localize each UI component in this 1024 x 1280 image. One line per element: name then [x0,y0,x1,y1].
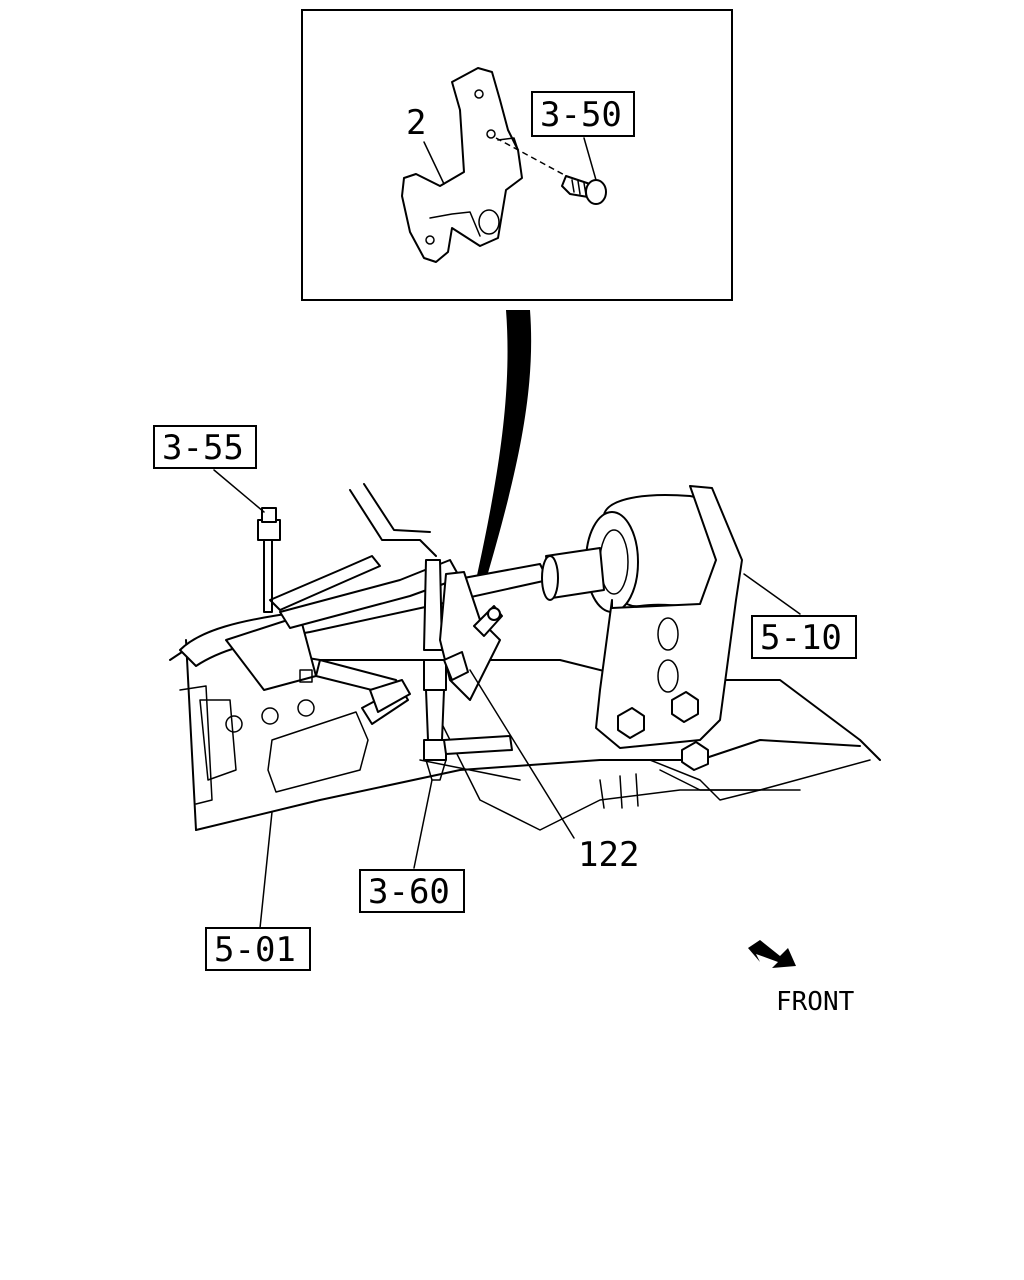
callout-box-3-50 [531,91,635,137]
mount-nut-left [617,707,645,739]
leader-3-60 [413,779,433,869]
callout-5-10: 5-10 [751,615,857,659]
front-label: FRONT [776,987,855,1017]
part-label-2: 2 [406,103,426,143]
leader-part-2 [423,141,445,185]
callout-text-5-01: 5-01 [214,930,296,970]
mount-hole-1 [657,617,679,651]
bolt-drawing [495,137,607,205]
frame-hole-1 [225,715,243,733]
bracket-hole-mid [486,129,496,139]
callout-box-5-01 [205,927,311,971]
callout-3-60: 3-60 [359,869,465,913]
detail-pointer [476,310,532,580]
leader-5-10 [743,573,801,615]
callout-3-55: 3-55 [153,425,257,469]
bracket-hole-large [478,209,500,235]
callout-box-3-60 [359,869,465,913]
part-label-122: 122 [578,835,639,875]
bracket-hole-low [425,235,435,245]
frame-hole-2 [261,707,279,725]
callout-box-5-10 [751,615,857,659]
leader-3-50 [583,137,597,181]
callout-text-3-60: 3-60 [368,872,450,912]
leader-5-01 [259,811,273,929]
callout-box-3-55 [153,425,257,469]
frame-hole-3 [297,699,315,717]
detail-inset: 2 3-50 [301,9,733,301]
leader-122 [469,669,575,839]
callout-text-3-50: 3-50 [540,95,622,135]
frame-assembly [169,483,881,831]
mount-hole-2 [657,659,679,693]
callout-text-3-55: 3-55 [162,428,244,468]
callout-5-01: 5-01 [205,927,311,971]
bracket-part-drawing [401,67,523,263]
mount-nut-right [671,691,699,723]
leader-3-55 [213,469,265,513]
callout-text-5-10: 5-10 [760,618,842,658]
front-direction: FRONT [748,940,855,1017]
front-arrow-icon [748,940,796,968]
bracket-fitting-nut [487,607,501,621]
mount-nut-lower [681,741,709,771]
bracket-hole-top [474,89,484,99]
